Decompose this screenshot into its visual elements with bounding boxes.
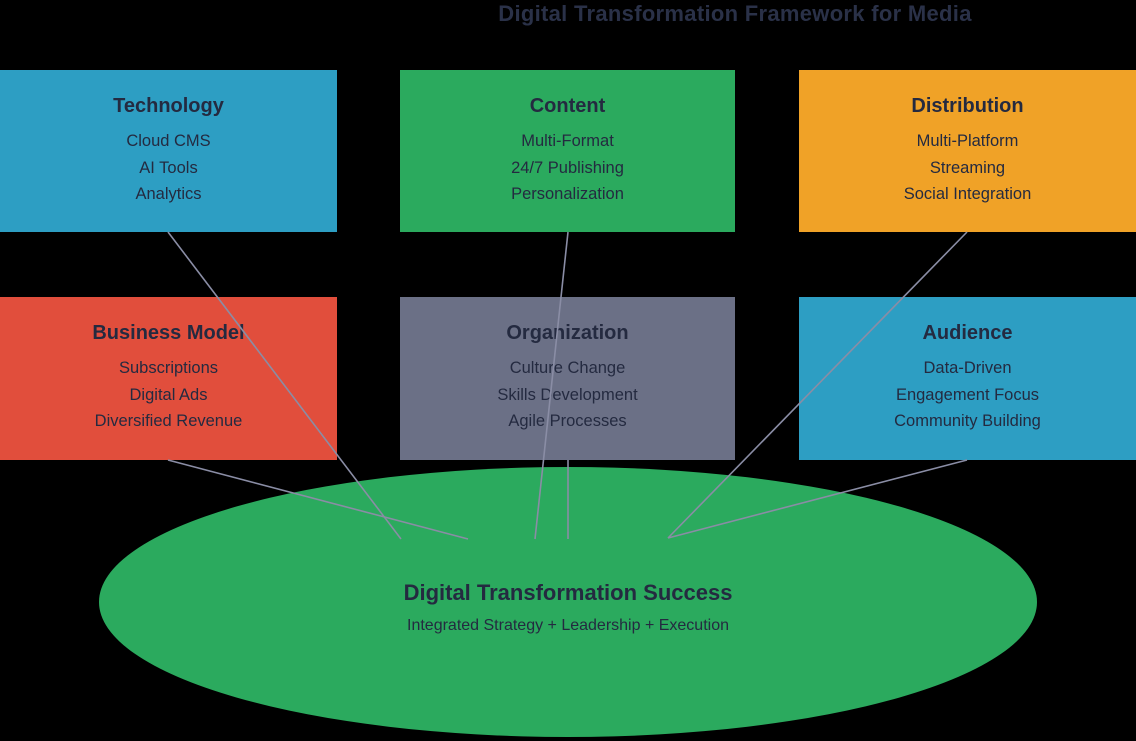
node-title: Audience [922,322,1013,344]
node-title: Business Model [92,322,245,344]
node-title: Distribution [911,95,1024,117]
diagram-title: Digital Transformation Framework for Med… [498,1,972,26]
node-success-ellipse: Digital Transformation Success Integrate… [99,467,1037,737]
node-item: Social Integration [903,185,1032,203]
node-business-model: Business Model Subscriptions Digital Ads… [0,297,337,460]
node-title: Organization [506,322,629,344]
success-subtitle: Integrated Strategy + Leadership + Execu… [407,616,729,634]
node-item: Engagement Focus [895,385,1040,404]
node-item: Multi-Platform [916,132,1019,150]
node-audience: Audience Data-Driven Engagement Focus Co… [799,297,1136,460]
node-item: Skills Development [497,385,638,404]
node-item: Streaming [929,158,1006,177]
node-organization: Organization Culture Change Skills Devel… [400,297,735,460]
node-item: Agile Processes [508,412,627,430]
node-item: Community Building [894,412,1041,430]
node-technology: Technology Cloud CMS AI Tools Analytics [0,70,337,232]
node-item: Analytics [135,185,202,203]
node-item: 24/7 Publishing [511,158,624,177]
node-item: AI Tools [139,158,198,177]
node-item: Subscriptions [118,359,219,377]
success-title: Digital Transformation Success [403,579,733,605]
node-item: Culture Change [509,359,626,377]
node-item: Data-Driven [923,359,1012,377]
node-item: Digital Ads [129,385,208,404]
node-item: Diversified Revenue [94,412,243,430]
node-item: Multi-Format [521,132,614,150]
node-item: Cloud CMS [126,132,211,150]
node-item: Personalization [511,185,624,203]
node-title: Technology [113,95,224,117]
node-title: Content [529,95,606,117]
node-content: Content Multi-Format 24/7 Publishing Per… [400,70,735,232]
node-distribution: Distribution Multi-Platform Streaming So… [799,70,1136,232]
